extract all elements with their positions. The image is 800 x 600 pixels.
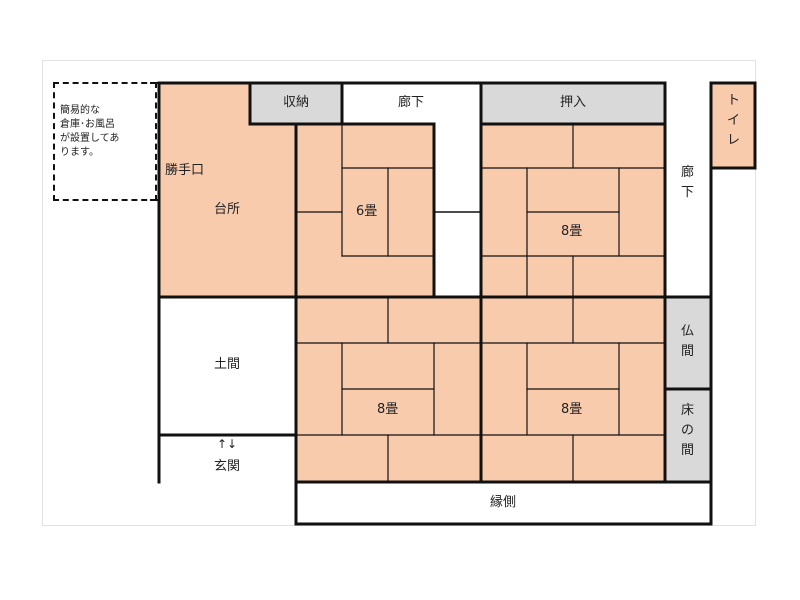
toilet-label-char: レ <box>727 133 741 148</box>
kitchen-label: 台所 <box>214 202 241 217</box>
storage-bath-note-box <box>53 82 157 201</box>
tatami-8-top-label: 8畳 <box>561 224 583 239</box>
tatami-6-room <box>296 124 434 297</box>
butsuma-room <box>665 297 711 389</box>
butsuma-label-char: 間 <box>681 344 695 359</box>
closet-label: 押入 <box>560 95 587 110</box>
tokonoma-label-char: 間 <box>681 443 695 458</box>
corridor-right-label: 廊 下 <box>681 166 694 206</box>
tatami-6-label: 6畳 <box>356 204 378 219</box>
butsuma-label-char: 仏 <box>681 324 695 339</box>
corridor-right-label-char: 下 <box>681 185 695 200</box>
tokonoma-label-char: 床 <box>681 403 695 418</box>
tokonoma-label-char: の <box>681 423 695 438</box>
doma-label: 土間 <box>214 357 241 372</box>
tatami-8-bottom-left-label: 8畳 <box>377 402 399 417</box>
closet-room <box>481 83 665 124</box>
toilet-label: ト イ レ <box>727 94 740 154</box>
tatami-8-bottom-right-label: 8畳 <box>561 402 583 417</box>
storage-room <box>250 83 342 124</box>
tokonoma-label: 床 の 間 <box>681 404 694 464</box>
corridor-top-label: 廊下 <box>398 95 425 110</box>
entrance-arrows: ↑↓ <box>217 437 238 451</box>
engawa-label: 縁側 <box>490 495 517 510</box>
storage-label: 収納 <box>283 95 310 110</box>
toilet-label-char: イ <box>727 113 741 128</box>
kitchen-entrance-label: 勝手口 <box>165 163 205 178</box>
corridor-right-label-char: 廊 <box>681 165 695 180</box>
genkan-label: 玄関 <box>214 459 241 474</box>
toilet-label-char: ト <box>727 93 741 108</box>
storage-bath-note: 簡易的な 倉庫･お風呂 が設置してあ ります。 <box>60 105 120 158</box>
butsuma-label: 仏 間 <box>681 325 694 365</box>
toilet-room <box>711 83 755 168</box>
tokonoma-room <box>665 389 711 482</box>
